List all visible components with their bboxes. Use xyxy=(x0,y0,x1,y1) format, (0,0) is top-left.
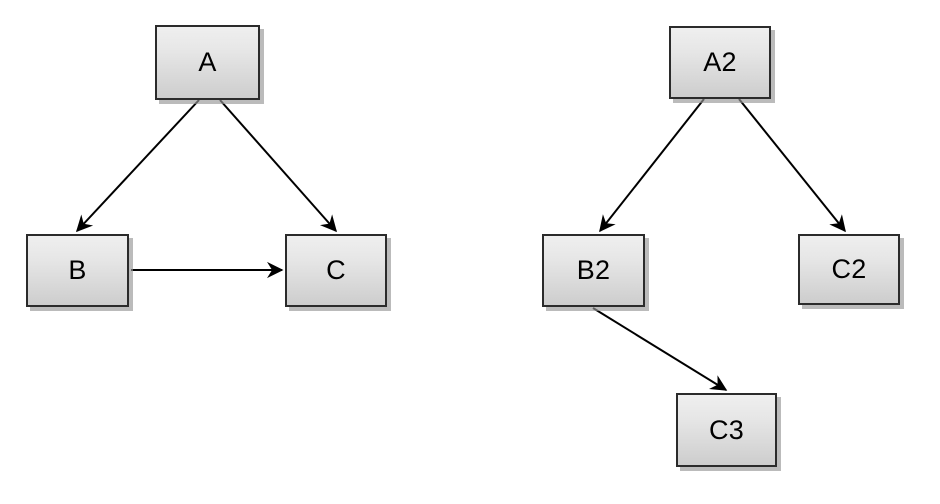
edge-a2-to-c2 xyxy=(738,98,846,233)
node-b2[interactable]: B2 xyxy=(542,234,645,307)
node-a[interactable]: A xyxy=(155,25,260,100)
node-a-label: A xyxy=(198,47,217,77)
edge-b2-to-c3 xyxy=(592,307,728,391)
node-b-label: B xyxy=(68,255,87,285)
node-b[interactable]: B xyxy=(26,234,129,307)
node-c2[interactable]: C2 xyxy=(798,234,900,305)
node-c3[interactable]: C3 xyxy=(676,393,777,467)
edge-a2-to-b2 xyxy=(599,98,705,233)
edges-graph-right xyxy=(592,98,846,391)
edge-a-to-c xyxy=(219,99,337,233)
node-c2-label: C2 xyxy=(831,254,867,284)
node-c3-label: C3 xyxy=(709,414,744,445)
node-b2-label: B2 xyxy=(576,255,611,285)
node-a2-label: A2 xyxy=(703,47,737,77)
node-a2[interactable]: A2 xyxy=(669,26,771,99)
edges-graph-left xyxy=(75,99,337,279)
node-c[interactable]: C xyxy=(285,234,387,307)
node-c-label: C xyxy=(326,255,346,285)
edge-a-to-b xyxy=(75,99,200,233)
